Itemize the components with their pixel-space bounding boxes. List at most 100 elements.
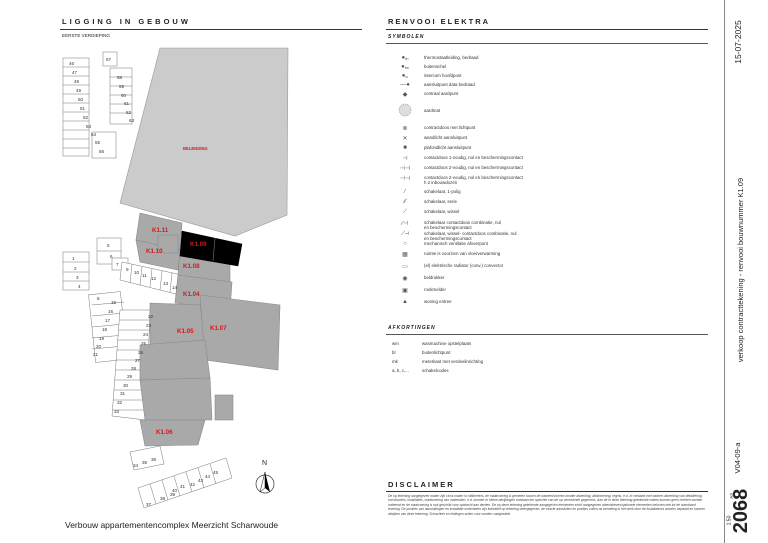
main-building	[135, 212, 281, 447]
symbol-row: ▭ (el) elektrische radiator (conv.) conv…	[386, 263, 706, 275]
svg-text:33: 33	[114, 409, 120, 414]
drawing-date: 15-07-2025	[733, 20, 743, 64]
svg-text:47: 47	[72, 70, 78, 75]
unit-label-k105: K1.05	[177, 328, 194, 335]
symbol-row: ⊗ contractdoos met lichtpunt	[386, 125, 706, 135]
svg-text:63: 63	[129, 118, 135, 123]
svg-text:1: 1	[72, 256, 75, 261]
svg-text:13: 13	[163, 281, 169, 286]
north-arrow: N	[255, 460, 275, 494]
svg-text:27: 27	[135, 358, 141, 363]
svg-text:11: 11	[142, 273, 147, 278]
svg-text:23: 23	[146, 323, 152, 328]
symbol-row: ▦ ruimte is voorzien van vloerverwarming	[386, 251, 706, 263]
svg-text:32: 32	[117, 400, 123, 405]
unit-label-k108: K1.08	[183, 263, 200, 270]
symbol-row: ▲ woning entree	[386, 299, 706, 311]
unit-label-k104: K1.04	[183, 291, 200, 298]
outdoor-bell-icon: ●bs	[401, 64, 409, 70]
svg-text:56: 56	[99, 149, 105, 154]
legend-title: RENVOOI ELEKTRA	[388, 17, 491, 26]
symbol-row: ◉ beldrukker	[386, 275, 706, 287]
symbol-row: —● aansluitpunt data bedraad	[386, 82, 706, 91]
svg-text:60: 60	[121, 93, 127, 98]
svg-text:6: 6	[110, 254, 113, 259]
switch-wissel-icon: ⟋	[402, 209, 408, 215]
symbol-row: ■ plafondlicht aansluitpunt	[386, 145, 706, 155]
symbol-row: ○ mechanisch ventilatie afvoerpunt	[386, 241, 706, 251]
thermostat-icon: ●th	[401, 55, 409, 61]
symbol-row: ⟋⊣ schakelaar, wissel- contactdoos combi…	[386, 231, 706, 241]
svg-text:15: 15	[111, 300, 117, 305]
belending-building	[119, 47, 289, 237]
abbreviation-row: bl buitenlichtpunt	[392, 350, 451, 355]
fuse-box-icon: ▦	[402, 252, 408, 258]
svg-text:40: 40	[172, 488, 178, 493]
symbol-row: ◆ centraal aardpunt	[386, 91, 706, 103]
symbol-row: ✕ wandlicht aansluitpunt	[386, 135, 706, 145]
svg-text:53: 53	[86, 124, 92, 129]
svg-text:19: 19	[99, 336, 105, 341]
legend-title-rule	[386, 29, 708, 30]
svg-text:12: 12	[151, 276, 157, 281]
svg-text:41: 41	[180, 484, 186, 489]
symbol-row: ⟋ schakelaar, wissel	[386, 209, 706, 220]
switch-wissel-combi-icon: ⟋⊣	[400, 231, 410, 237]
disclaimer-text: De op tekening aangegeven maten zijn cir…	[388, 494, 705, 516]
drawing-description: verkoop contracttekening - renvooi bouwn…	[736, 177, 745, 363]
symbol-row: ∕∕ schakelaar, serie	[386, 199, 706, 209]
disclaimer-title: DISCLAIMER	[388, 480, 455, 489]
svg-text:61: 61	[124, 101, 130, 106]
svg-text:62: 62	[126, 110, 132, 115]
symbol-list: ●th thermostaatleiding, bedraad ●bs buit…	[386, 55, 706, 311]
svg-text:55: 55	[95, 140, 101, 145]
svg-text:37: 37	[146, 502, 152, 507]
location-title-rule	[60, 29, 362, 30]
svg-text:45: 45	[213, 470, 219, 475]
socket-2-icon: ⊣⊣	[399, 166, 411, 172]
rooms-column-22-33	[111, 309, 151, 421]
svg-text:31: 31	[120, 391, 126, 396]
svg-text:20: 20	[96, 344, 102, 349]
home-entry-icon: ▲	[402, 299, 408, 305]
rooms-bottom	[129, 445, 233, 509]
switch-1-icon: ∕	[404, 189, 406, 195]
project-title: Verbouw appartementencomplex Meerzicht S…	[65, 520, 279, 530]
svg-text:5: 5	[107, 243, 110, 248]
symbol-row: ▣ rookmelder	[386, 287, 706, 299]
doorbell-icon: ◉	[402, 276, 408, 282]
smoke-detector-icon: ▣	[402, 288, 408, 294]
ceiling-light-icon: ■	[403, 145, 407, 151]
svg-text:49: 49	[76, 88, 82, 93]
radiator-icon: ▭	[402, 264, 408, 270]
symbol-row: ∕⊣ schakelaar contactdoos combinatie, nu…	[386, 220, 706, 231]
symbol-row: ⊣⊣ contactdoos 2-voudig, nul en bescherm…	[386, 175, 706, 189]
svg-text:17: 17	[105, 318, 111, 323]
svg-text:28: 28	[131, 366, 137, 371]
wall-light-icon: ✕	[402, 136, 408, 142]
symbol-row: ●bs buitenschel	[386, 64, 706, 73]
room-numbers: 46 47 48 49 50 51 52 53 54 55 56 57 58 5…	[69, 57, 219, 507]
symbol-row: ●th thermostaatleiding, bedraad	[386, 55, 706, 64]
svg-text:57: 57	[106, 57, 112, 62]
svg-text:N: N	[262, 460, 267, 467]
symbol-row: ⊣⊣ contactdoos 2-voudig, nul en bescherm…	[386, 165, 706, 175]
svg-text:14: 14	[172, 285, 178, 290]
symbol-row: ⊣ contactdoos 1-voudig, nul en beschermi…	[386, 155, 706, 165]
svg-text:34: 34	[133, 463, 139, 468]
svg-text:21: 21	[93, 352, 99, 357]
svg-text:36: 36	[151, 457, 157, 462]
drawing-version: V04-09-a	[733, 442, 742, 474]
symbol-row: aardmat	[386, 103, 706, 125]
symbol-row: ●ic intercom hoofdpost	[386, 73, 706, 82]
socket-1-icon: ⊣	[402, 156, 408, 162]
svg-text:18: 18	[102, 327, 108, 332]
svg-text:2: 2	[74, 266, 77, 271]
svg-text:16: 16	[108, 309, 114, 314]
svg-text:43: 43	[198, 478, 204, 483]
svg-text:35: 35	[142, 460, 148, 465]
svg-text:7: 7	[116, 262, 119, 267]
intercom-icon: ●ic	[401, 73, 409, 79]
socket-2h-icon: ⊣⊣	[399, 176, 411, 182]
symbols-rule	[386, 43, 708, 44]
